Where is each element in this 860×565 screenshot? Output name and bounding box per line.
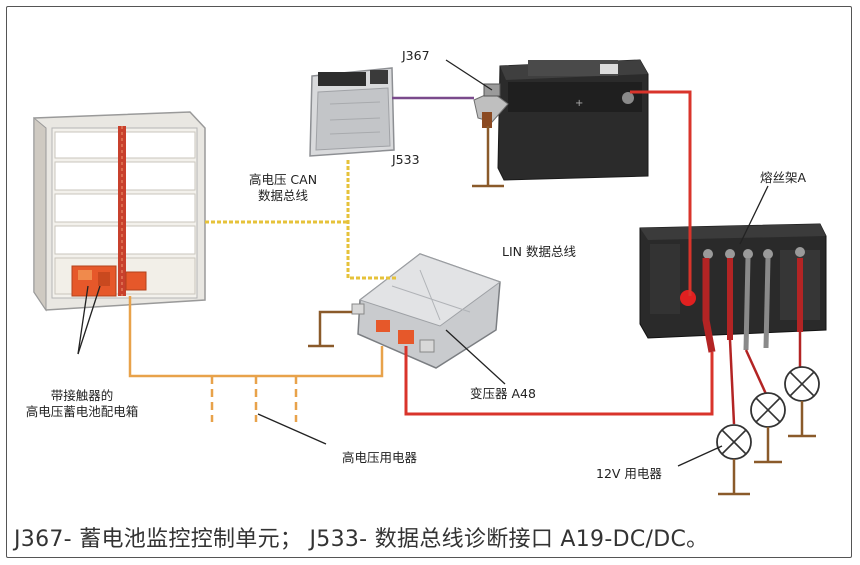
- positive-red-wiring: [404, 90, 714, 416]
- j533-gateway-module: [309, 67, 395, 157]
- label-fuse-holder: 熔丝架A: [760, 170, 807, 185]
- label-12v-consumers: 12V 用电器: [596, 466, 662, 481]
- leader-lines: [77, 59, 769, 467]
- fuse-holder-a: [639, 223, 827, 353]
- dcdc-converter-a48: [351, 253, 502, 369]
- label-j367: J367: [402, 48, 430, 63]
- label-can-bus-1: 高电压 CAN: [248, 172, 318, 187]
- diagram-border: [6, 6, 852, 558]
- lamp-crosses: [721, 371, 815, 455]
- label-converter: 变压器 A48: [470, 386, 536, 401]
- svg-text:+: +: [575, 98, 583, 109]
- hv-battery-pack: [33, 111, 206, 312]
- figure-caption: J367- 蓄电池监控控制单元； J533- 数据总线诊断接口 A19-DC/D…: [14, 527, 709, 552]
- ground-symbols: [308, 126, 504, 348]
- label-hv-consumers: 高电压用电器: [342, 450, 418, 465]
- can-bus-wiring: [205, 160, 398, 280]
- 12v-battery: +: [497, 59, 649, 181]
- hv-orange-wiring: [128, 296, 384, 422]
- label-can-bus-2: 数据总线: [257, 188, 308, 203]
- lamp-grounds: [718, 401, 816, 496]
- label-j533: J533: [392, 152, 420, 167]
- label-hv-box-1: 带接触器的: [50, 388, 114, 403]
- 12v-lamps: [728, 332, 802, 425]
- label-hv-box-2: 高电压蓄电池配电箱: [25, 404, 139, 419]
- label-lin-bus: LIN 数据总线: [502, 244, 576, 259]
